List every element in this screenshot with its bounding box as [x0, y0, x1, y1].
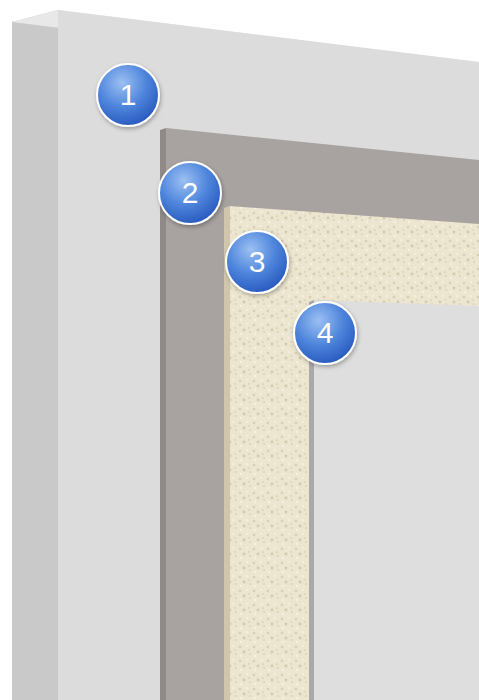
callout-circle [294, 302, 356, 364]
callout-circle [159, 162, 221, 224]
layer-1-face [58, 10, 479, 700]
layer-2-side [160, 128, 166, 700]
callout-number: 2 [159, 162, 221, 224]
callout-circle [97, 64, 159, 126]
callout-number: 1 [97, 64, 159, 126]
layer-1-side [12, 10, 58, 700]
callout-number: 4 [294, 302, 356, 364]
layer-3-side [224, 206, 230, 700]
callout-number: 3 [226, 231, 288, 293]
callout-circle [226, 231, 288, 293]
